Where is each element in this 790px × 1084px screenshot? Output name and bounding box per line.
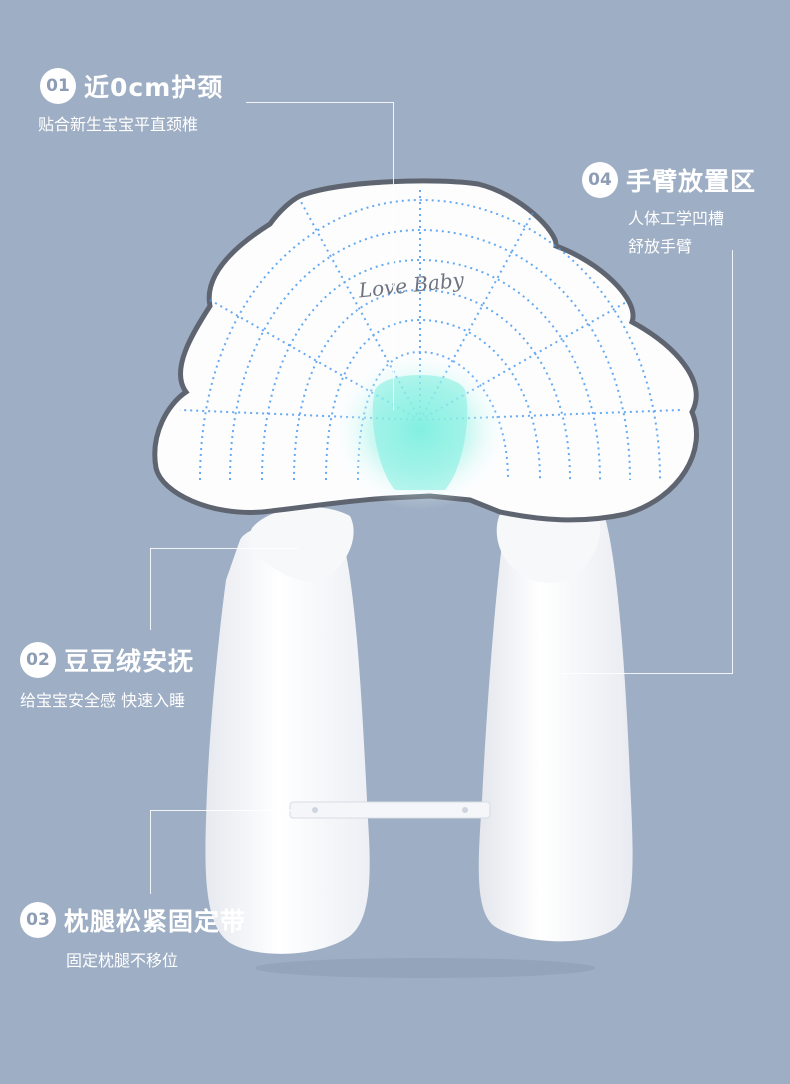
feature-title: 手臂放置区 [626, 167, 757, 196]
feature-number-badge: 02 [20, 642, 56, 678]
feature-number-badge: 04 [582, 162, 618, 198]
leader-line-04 [562, 673, 733, 674]
leader-line-03 [150, 810, 292, 811]
leader-line-01 [246, 102, 394, 103]
feature-title: 近0cm护颈 [84, 73, 224, 102]
feature-callout-01: 01 近0cm护颈 贴合新生宝宝平直颈椎 [38, 68, 224, 138]
feature-number-badge: 01 [40, 68, 76, 104]
feature-subtitle: 贴合新生宝宝平直颈椎 [38, 115, 199, 134]
feature-callout-02: 02 豆豆绒安抚 给宝宝安全感 快速入睡 [20, 642, 194, 714]
feature-subtitle: 固定枕腿不移位 [66, 951, 179, 970]
feature-subtitle: 人体工学凹槽 [628, 209, 725, 228]
leader-line-02 [150, 548, 151, 630]
feature-subtitle: 给宝宝安全感 快速入睡 [20, 691, 186, 710]
feature-title: 豆豆绒安抚 [64, 647, 195, 676]
feature-number-badge: 03 [20, 902, 56, 938]
feature-title: 枕腿松紧固定带 [64, 907, 247, 936]
leader-line-02 [150, 548, 298, 549]
feature-subtitle: 舒放手臂 [628, 237, 693, 256]
feature-callout-03: 03 枕腿松紧固定带 固定枕腿不移位 [20, 902, 246, 974]
leader-line-03 [150, 810, 151, 894]
leader-line-04 [732, 250, 733, 674]
feature-callout-04: 04 手臂放置区 人体工学凹槽 舒放手臂 [582, 162, 756, 260]
leader-line-01 [393, 102, 394, 410]
